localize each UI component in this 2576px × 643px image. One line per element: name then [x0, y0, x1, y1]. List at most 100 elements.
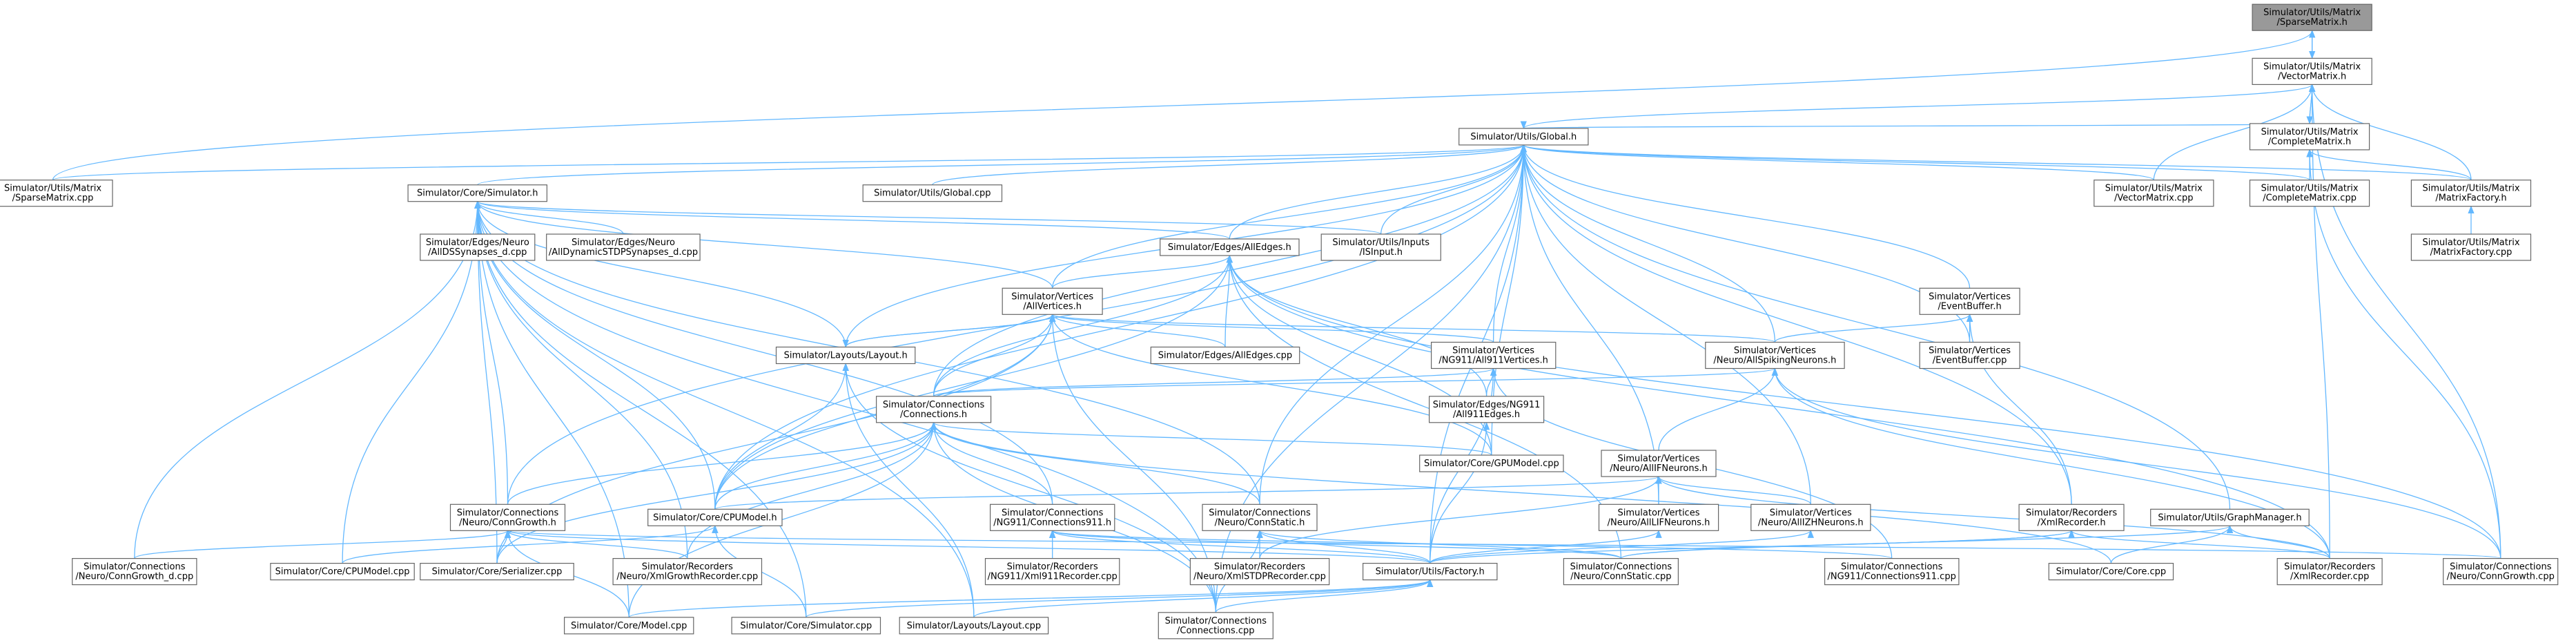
graph-node-model-cpp[interactable]: Simulator/Core/Model.cpp	[563, 617, 694, 635]
graph-node-sparse-h[interactable]: Simulator/Utils/Matrix/SparseMatrix.h	[2252, 3, 2372, 31]
dependency-edge	[1215, 579, 1434, 613]
node-label: Simulator/Core/Core.cpp	[2056, 567, 2166, 577]
node-label: /CompleteMatrix.cpp	[2263, 193, 2357, 204]
node-label: /XmlRecorder.cpp	[2290, 572, 2369, 582]
node-label: Simulator/Recorders	[2026, 508, 2117, 518]
node-label: /Neuro/AllSpikingNeurons.h	[1713, 356, 1836, 366]
dependency-edge	[933, 367, 1496, 397]
graph-node-core-cpp[interactable]: Simulator/Core/Core.cpp	[2048, 562, 2174, 581]
graph-node-all911v-h[interactable]: Simulator/Vertices/NG911/All911Vertices.…	[1431, 341, 1557, 370]
node-box	[270, 562, 415, 581]
node-box	[647, 508, 783, 526]
graph-node-xmlrec-h[interactable]: Simulator/Recorders/XmlRecorder.h	[2018, 503, 2125, 531]
graph-node-gpumodel-cpp[interactable]: Simulator/Core/GPUModel.cpp	[1419, 454, 1564, 472]
graph-node-xmlstdp-cpp[interactable]: Simulator/Recorders/Neuro/XmlSTDPRecorde…	[1189, 557, 1330, 586]
node-box	[1919, 341, 2020, 370]
node-label: /ISInput.h	[1359, 247, 1403, 258]
graph-node-layout-h[interactable]: Simulator/Layouts/Layout.h	[775, 346, 916, 365]
graph-node-factory-h[interactable]: Simulator/Utils/Factory.h	[1362, 562, 1498, 581]
graph-node-sim-h[interactable]: Simulator/Core/Simulator.h	[407, 184, 547, 202]
node-box	[1320, 233, 1441, 261]
graph-node-conngrowth-h[interactable]: Simulator/Connections/Neuro/ConnGrowth.h	[449, 503, 566, 531]
graph-node-global-cpp[interactable]: Simulator/Utils/Global.cpp	[862, 184, 1003, 202]
graph-node-xmlgrowth-cpp[interactable]: Simulator/Recorders/Neuro/XmlGrowthRecor…	[612, 557, 763, 586]
graph-node-serializer-cpp[interactable]: Simulator/Core/Serializer.cpp	[420, 562, 574, 581]
graph-node-allds-cpp[interactable]: Simulator/Edges/Neuro/AllDSSynapses_d.cp…	[420, 233, 536, 261]
node-label: Simulator/Core/Serializer.cpp	[432, 567, 563, 577]
graph-node-conngrowth-cpp[interactable]: Simulator/Connections/Neuro/ConnGrowth.c…	[2443, 557, 2559, 586]
dependency-edge	[1049, 314, 1226, 347]
node-label: /SparseMatrix.h	[2277, 17, 2348, 28]
graph-node-allspike-h[interactable]: Simulator/Vertices/Neuro/AllSpikingNeuro…	[1705, 341, 1845, 370]
graph-node-vector-h[interactable]: Simulator/Utils/Matrix/VectorMatrix.h	[2252, 57, 2372, 86]
graph-node-cpumodel-cpp[interactable]: Simulator/Core/CPUModel.cpp	[270, 562, 415, 581]
node-label: /Neuro/ConnStatic.h	[1215, 517, 1305, 528]
graph-node-conn911-h[interactable]: Simulator/Connections/NG911/Connections9…	[989, 503, 1115, 531]
node-label: Simulator/Utils/Global.cpp	[874, 189, 991, 199]
dependency-edge	[1052, 254, 1233, 289]
node-label: Simulator/Vertices	[1929, 291, 2011, 302]
node-box	[1598, 503, 1719, 531]
node-label: /NG911/All911Vertices.h	[1438, 356, 1548, 366]
graph-node-conn911-cpp[interactable]: Simulator/Connections/NG911/Connections9…	[1824, 557, 1960, 586]
graph-node-allizh-h[interactable]: Simulator/Vertices/Neuro/AllIZHNeurons.h	[1750, 503, 1871, 531]
node-box	[407, 184, 547, 202]
graph-node-graphmgr-h[interactable]: Simulator/Utils/GraphManager.h	[2150, 508, 2310, 526]
node-label: /Neuro/ConnGrowth.cpp	[2447, 572, 2555, 582]
graph-node-conn-cpp[interactable]: Simulator/Connections/Connections.cpp	[1158, 612, 1274, 640]
graph-node-eventbuf-h[interactable]: Simulator/Vertices/EventBuffer.h	[1919, 287, 2020, 315]
graph-node-global-h[interactable]: Simulator/Utils/Global.h	[1458, 128, 1589, 146]
graph-node-connstatic-h[interactable]: Simulator/Connections/Neuro/ConnStatic.h	[1202, 503, 1318, 531]
graph-node-sim-cpp[interactable]: Simulator/Core/Simulator.cpp	[731, 617, 881, 635]
graph-node-all911e-h[interactable]: Simulator/Edges/NG911/All911Edges.h	[1429, 396, 1545, 423]
graph-node-conn-h[interactable]: Simulator/Connections/Connections.h	[875, 396, 992, 423]
graph-node-xmlrec-cpp[interactable]: Simulator/Recorders/XmlRecorder.cpp	[2276, 557, 2383, 586]
node-label: /Neuro/ConnStatic.cpp	[1570, 572, 1671, 582]
node-box	[1750, 503, 1871, 531]
graph-node-alliaf-h[interactable]: Simulator/Vertices/Neuro/AllIFNeurons.h	[1601, 450, 1717, 477]
node-label: Simulator/Vertices	[1734, 346, 1816, 356]
graph-node-vector-cpp[interactable]: Simulator/Utils/Matrix/VectorMatrix.cpp	[2094, 180, 2214, 207]
dependency-edge	[933, 254, 1233, 396]
graph-node-layout-cpp[interactable]: Simulator/Layouts/Layout.cpp	[899, 617, 1049, 635]
node-label: /Neuro/AllIZHNeurons.h	[1758, 517, 1864, 528]
node-box	[1362, 562, 1498, 581]
graph-node-mfactory-cpp[interactable]: Simulator/Utils/Matrix/MatrixFactory.cpp	[2410, 233, 2532, 261]
graph-node-sparse-cpp[interactable]: Simulator/Utils/Matrix/SparseMatrix.cpp	[0, 180, 113, 207]
graph-node-conngrowthd-cpp[interactable]: Simulator/Connections/Neuro/ConnGrowth_d…	[72, 557, 197, 586]
node-box	[2252, 57, 2372, 86]
dependency-edge	[505, 530, 1431, 564]
graph-node-eventbuf-cpp[interactable]: Simulator/Vertices/EventBuffer.cpp	[1919, 341, 2020, 370]
graph-node-complete-h[interactable]: Simulator/Utils/Matrix/CompleteMatrix.h	[2249, 123, 2370, 151]
node-label: Simulator/Recorders	[1214, 562, 1305, 573]
graph-node-cpumodel-h[interactable]: Simulator/Core/CPUModel.h	[647, 508, 783, 526]
node-label: /AllVertices.h	[1023, 301, 1082, 311]
graph-node-connstatic-cpp[interactable]: Simulator/Connections/Neuro/ConnStatic.c…	[1563, 557, 1679, 586]
dependency-edge	[1226, 254, 1622, 559]
dependency-edge	[1655, 475, 2330, 559]
dependency-edge	[1049, 314, 1494, 343]
graph-node-allvert-h[interactable]: Simulator/Vertices/AllVertices.h	[1002, 287, 1103, 315]
node-label: /XmlRecorder.h	[2038, 517, 2106, 528]
dependency-edge	[1049, 314, 1216, 613]
dependency-edge	[342, 525, 719, 564]
graph-node-alllif-h[interactable]: Simulator/Vertices/Neuro/AllLIFNeurons.h	[1598, 503, 1719, 531]
graph-node-alldyn-cpp[interactable]: Simulator/Edges/Neuro/AllDynamicSTDPSyna…	[546, 233, 701, 261]
node-label: Simulator/Vertices	[1011, 291, 1093, 302]
graph-node-mfactory-h[interactable]: Simulator/Utils/Matrix/MatrixFactory.h	[2410, 180, 2532, 207]
graph-node-isinput-h[interactable]: Simulator/Utils/Inputs/ISInput.h	[1320, 233, 1441, 261]
node-label: /NG911/Connections911.cpp	[1828, 572, 1956, 582]
dependency-edge	[1049, 314, 1776, 343]
node-label: /Neuro/XmlSTDPRecorder.cpp	[1193, 572, 1326, 582]
graph-node-alledges-cpp[interactable]: Simulator/Edges/AllEdges.cpp	[1150, 346, 1300, 365]
dependency-edge	[1259, 144, 1527, 505]
node-label: Simulator/Connections	[2450, 562, 2552, 573]
graph-node-alledges-h[interactable]: Simulator/Edges/AllEdges.h	[1160, 238, 1300, 256]
dependency-edge	[1520, 144, 1971, 289]
graph-node-xml911-cpp[interactable]: Simulator/Recorders/NG911/Xml911Recorder…	[984, 557, 1120, 586]
dependency-edge	[1226, 254, 2501, 559]
graph-node-complete-cpp[interactable]: Simulator/Utils/Matrix/CompleteMatrix.cp…	[2249, 180, 2370, 207]
node-box	[2018, 503, 2125, 531]
dependency-edge	[474, 200, 688, 559]
